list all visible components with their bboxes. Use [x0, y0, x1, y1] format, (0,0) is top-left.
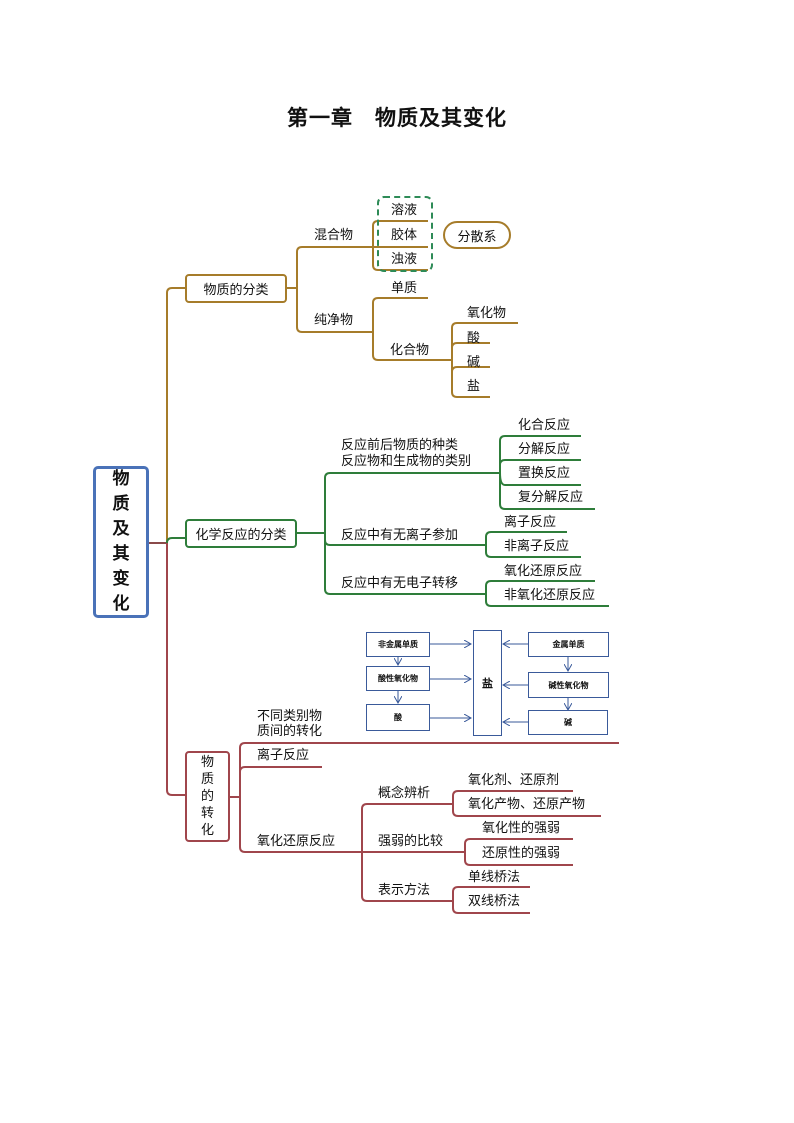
redox-group-label: 概念辨析	[378, 786, 431, 801]
node-char: 化	[200, 823, 214, 838]
mixture-label: 混合物	[314, 228, 354, 243]
reaction-type: 非离子反应	[504, 539, 570, 554]
root-char: 物	[112, 469, 130, 489]
ionic-reaction-label: 离子反应	[257, 748, 310, 763]
salt-label: 盐	[467, 379, 481, 394]
reaction-connectors	[297, 435, 609, 607]
node-char: 的	[200, 789, 214, 804]
redox-item: 还原性的强弱	[482, 846, 561, 861]
transformation-node[interactable]: 物 质 的 转 化	[185, 751, 230, 842]
redox-item: 氧化产物、还原产物	[468, 797, 586, 812]
reaction-type: 复分解反应	[518, 490, 584, 505]
suspension-label: 浊液	[391, 252, 418, 267]
flow-box-basic-oxide: 碱性氧化物	[528, 672, 609, 698]
reaction-type: 非氧化还原反应	[504, 588, 596, 603]
flow-box-salt: 盐	[473, 630, 502, 736]
classification-connectors	[287, 220, 518, 398]
reaction-type: 氧化还原反应	[504, 564, 583, 579]
conversion-label-line1: 不同类别物	[257, 709, 323, 724]
flow-box-base: 碱	[528, 710, 608, 735]
reaction-type: 离子反应	[504, 515, 557, 530]
reaction-classification-node[interactable]: 化学反应的分类	[185, 519, 297, 548]
root-char: 变	[112, 569, 130, 589]
root-char: 其	[112, 544, 130, 564]
reaction-type: 化合反应	[518, 418, 571, 433]
criterion-1-line2: 反应物和生成物的类别	[341, 454, 472, 469]
transformation-connectors	[230, 742, 619, 914]
oxide-label: 氧化物	[467, 306, 507, 321]
flow-box-acid: 酸	[366, 704, 430, 731]
redox-item: 氧化性的强弱	[482, 821, 561, 836]
dispersion-system-callout: 分散系	[443, 221, 511, 249]
redox-item: 单线桥法	[468, 870, 521, 885]
acid-label: 酸	[467, 331, 481, 346]
reaction-type: 分解反应	[518, 442, 571, 457]
dispersion-system-group	[377, 196, 433, 272]
redox-item: 双线桥法	[468, 894, 521, 909]
colloid-label: 胶体	[391, 228, 418, 243]
base-label: 碱	[467, 355, 481, 370]
node-char: 物	[200, 755, 214, 770]
criterion-3-label: 反应中有无电子转移	[341, 576, 459, 591]
node-char: 质	[200, 772, 214, 787]
flow-arrows	[398, 644, 568, 722]
reaction-type: 置换反应	[518, 466, 571, 481]
criterion-2-label: 反应中有无离子参加	[341, 528, 459, 543]
root-char: 化	[112, 594, 130, 614]
flow-box-nonmetal: 非金属单质	[366, 632, 430, 657]
flow-box-acidic-oxide: 酸性氧化物	[366, 666, 430, 691]
node-char: 转	[200, 806, 214, 821]
conversion-label-line2: 质间的转化	[257, 724, 323, 739]
compound-label: 化合物	[390, 343, 430, 358]
solution-label: 溶液	[391, 203, 418, 218]
root-char: 及	[112, 519, 130, 539]
root-node[interactable]: 物 质 及 其 变 化	[93, 466, 149, 618]
flow-box-metal: 金属单质	[528, 632, 609, 657]
root-trunk	[149, 287, 185, 796]
pure-substance-label: 纯净物	[314, 313, 354, 328]
page-title: 第一章 物质及其变化	[287, 105, 507, 130]
redox-group-label: 强弱的比较	[378, 834, 444, 849]
redox-item: 氧化剂、还原剂	[468, 773, 560, 788]
element-label: 单质	[391, 281, 418, 296]
root-char: 质	[112, 494, 130, 514]
redox-label: 氧化还原反应	[257, 834, 336, 849]
redox-group-label: 表示方法	[378, 883, 431, 898]
classification-node[interactable]: 物质的分类	[185, 274, 287, 303]
criterion-1-line1: 反应前后物质的种类	[341, 438, 459, 453]
